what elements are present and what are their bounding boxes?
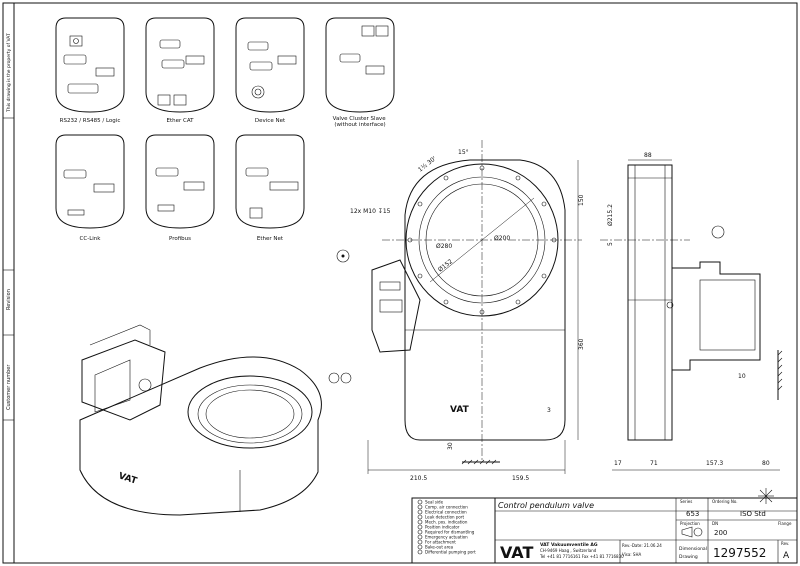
pressure-gauge-symbol: [711, 225, 725, 239]
rev-label: Rev.: [781, 541, 789, 546]
legend-item: Comp. air connection: [425, 505, 468, 510]
legend-symbols: [417, 499, 423, 555]
legend-item: Mech. pos. indication: [425, 520, 468, 525]
isometric-view: VAT: [79, 324, 322, 516]
side-hatch: [777, 350, 783, 391]
dim-w17: 17: [614, 460, 622, 467]
bake-out-hatch: [461, 459, 497, 465]
ordering-label: Ordering No.: [712, 499, 737, 504]
property-note: This drawing is the property of VAT: [6, 33, 12, 113]
dim-h5: 5: [607, 242, 614, 246]
ordering-value: ISO Std: [740, 510, 766, 518]
legend-item: Differential pumping port: [425, 550, 476, 555]
dim-w210: 210.5: [410, 475, 427, 482]
projection-label: Projection: [680, 521, 700, 526]
legend-item: Bake-out area: [425, 545, 454, 550]
legend-item: For attachment: [425, 540, 456, 545]
leak-port-symbol: [336, 249, 350, 263]
drawing-label: Drawing: [679, 554, 698, 560]
interface-label-devicenet: Device Net: [255, 118, 286, 124]
dim-angle1: 1½ 30': [417, 155, 438, 174]
dim-h3: 3: [547, 407, 551, 414]
legend-item: Leak detection port: [425, 515, 464, 520]
title-block: [411, 497, 798, 564]
series-value: 653: [686, 510, 699, 518]
air-connection-symbol: [328, 372, 340, 384]
legend-item: Emergency actuation: [425, 535, 468, 540]
dim-d200: Ø200: [494, 235, 510, 242]
company-contact: Tel +41 81 7716161 Fax +41 81 7716830: [539, 554, 624, 559]
vat-logo: VAT: [500, 543, 533, 562]
legend-item: Position indicator: [425, 525, 460, 530]
dim-w80: 80: [762, 460, 770, 467]
interface-profibus: [145, 134, 215, 229]
iso-logo: VAT: [117, 471, 139, 487]
interface-ethercat: [145, 17, 215, 113]
interface-label-ethercat: Ether CAT: [166, 118, 194, 124]
customer-number-label: Customer number: [6, 364, 12, 410]
interface-label-ethernet: Ether Net: [257, 236, 284, 242]
dim-angle2: 15°: [458, 149, 469, 156]
drawing-title: Control pendulum valve: [498, 501, 594, 510]
interface-devicenet: [235, 17, 305, 113]
dim-w88: 88: [644, 152, 652, 159]
interface-label-profibus: Profibus: [169, 236, 191, 242]
dim-h150: 150: [578, 194, 585, 206]
dim-d152: Ø152: [437, 258, 454, 274]
dim-w10: 10: [738, 373, 746, 380]
interface-valve-cluster: [325, 17, 395, 113]
flange-label: Flange: [778, 521, 792, 526]
interface-label-valve-cluster: Valve Cluster Slave (without interface): [333, 116, 388, 128]
dim-h360: 360: [578, 338, 585, 350]
asterisk-marker: [758, 488, 774, 504]
interface-label-rs232: RS232 / RS485 / Logic: [60, 118, 121, 124]
legend-item: Required for dismantling: [425, 530, 475, 535]
projection-symbol: [681, 526, 703, 538]
front-logo: VAT: [450, 405, 470, 415]
dn-value: 200: [714, 529, 727, 537]
visa: Visa: SHA: [622, 552, 641, 557]
dn-label: DN: [712, 521, 718, 526]
front-view: VAT: [371, 140, 582, 460]
side-view: [600, 164, 761, 441]
series-label: Series: [680, 499, 692, 504]
legend-item: Seal side: [425, 500, 444, 505]
rev-date: Rev.-Date: 21.06.24: [622, 543, 662, 548]
dim-d215: Ø215.2: [607, 204, 614, 226]
dim-w71: 71: [650, 460, 658, 467]
bolt-holes: [407, 165, 557, 315]
company-name: VAT Vakuumventile AG: [540, 542, 598, 548]
dim-w157: 157.3: [706, 460, 723, 467]
rev-value: A: [783, 551, 790, 561]
interface-rs232: [55, 17, 125, 113]
dim-w159: 159.5: [512, 475, 529, 482]
dim-h30: 30: [447, 442, 454, 450]
interface-cclink: [55, 134, 125, 229]
interface-ethernet: [235, 134, 305, 229]
dimensional-label: Dimensional: [679, 546, 707, 552]
legend-item: Electrical connection: [425, 510, 467, 515]
dim-holes: 12x M10 ↧15: [350, 208, 391, 215]
interface-label-cclink: CC-Link: [80, 236, 102, 242]
revision-label: Revision: [6, 289, 12, 310]
dim-d280: Ø280: [436, 243, 452, 250]
drawing-number: 1297552: [713, 546, 766, 560]
company-address: CH-9469 Haag , Switzerland: [540, 548, 597, 553]
